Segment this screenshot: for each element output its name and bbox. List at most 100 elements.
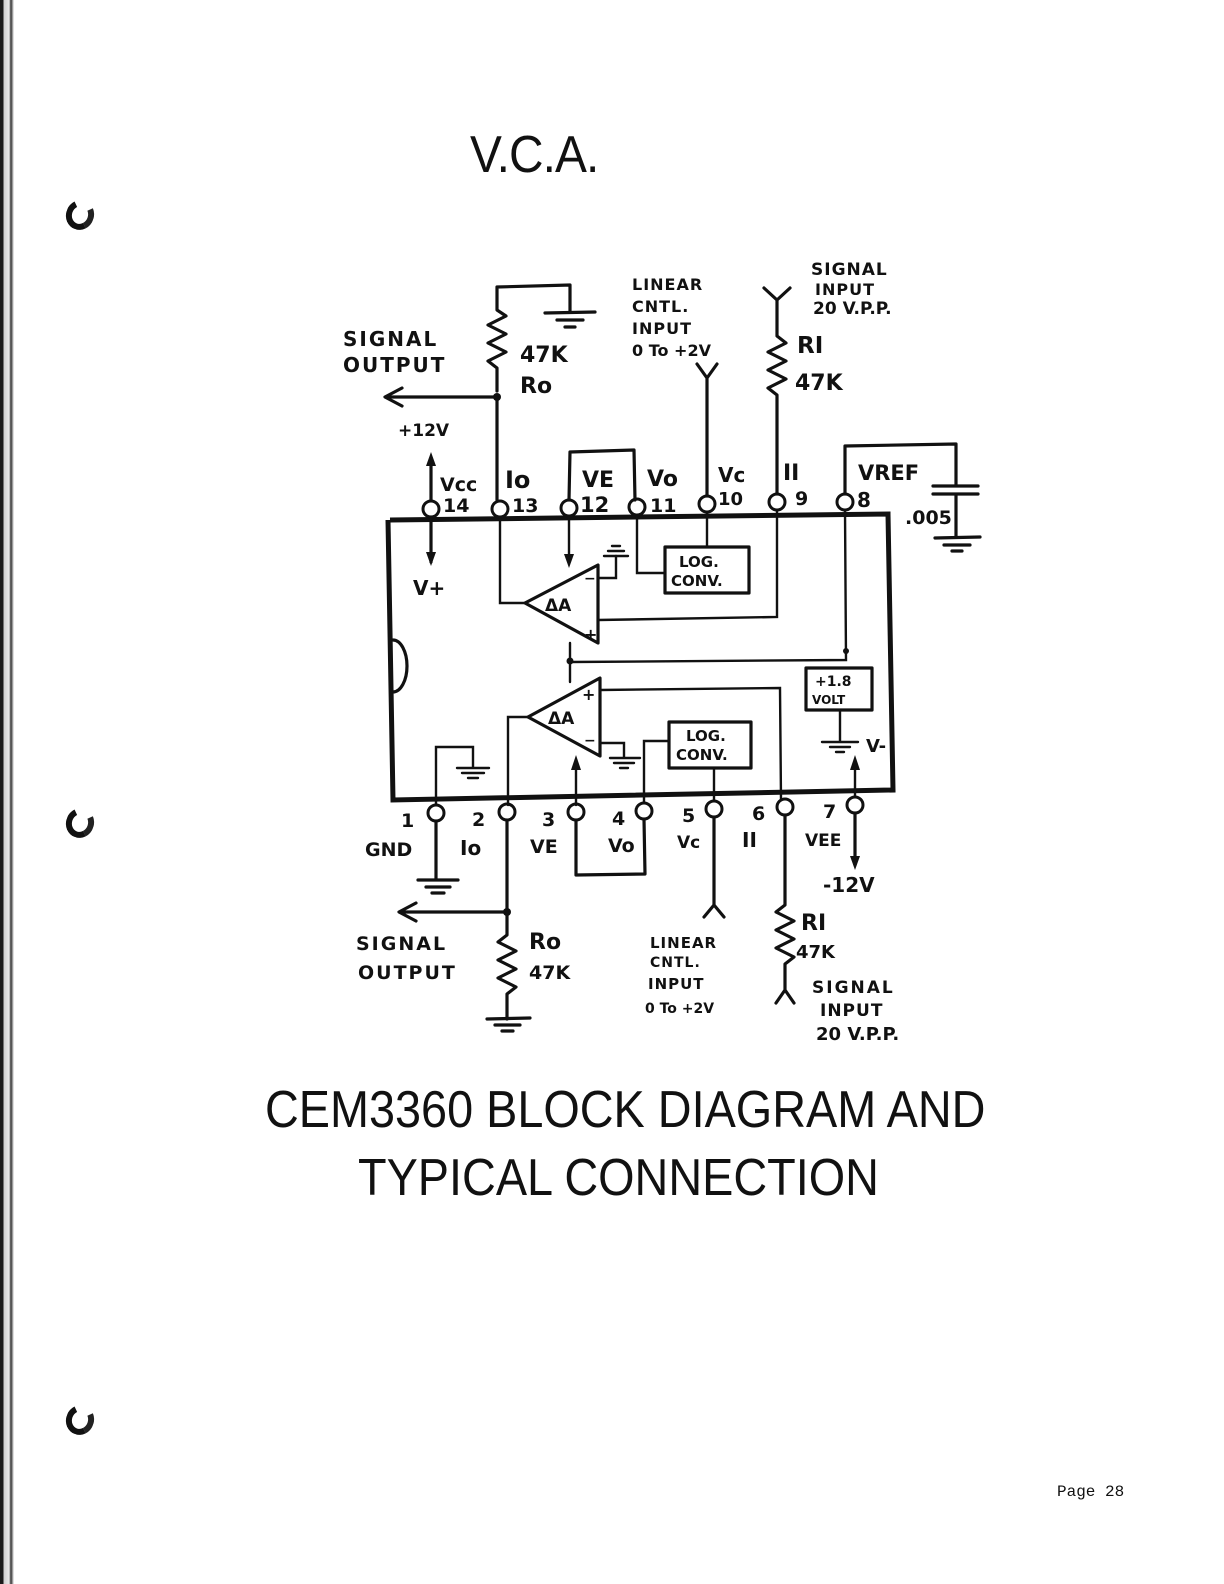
bottom-output-label-line1: SIGNAL (356, 933, 447, 955)
upper-amp-plus: + (584, 625, 597, 644)
top-ri-name: RI (797, 333, 823, 359)
top-signal-in-line3: 20 V.P.P. (813, 299, 892, 319)
upper-amp-label: ΔA (545, 596, 572, 616)
pin-7-number: 7 (823, 801, 836, 823)
cap-value: .005 (905, 507, 952, 529)
pin-9-number: 9 (795, 488, 808, 510)
vref-capacitor: .005 (843, 442, 982, 553)
pin-3-number: 3 (542, 809, 555, 831)
gnd-ground-icon (416, 819, 460, 895)
bottom-ro-value: 47K (529, 962, 571, 984)
pin-14 (421, 499, 441, 519)
bottom-signal-in-line2: INPUT (820, 1001, 883, 1021)
pin-4-name: Vo (608, 835, 635, 857)
top-linear-line1: LINEAR (632, 275, 703, 294)
vminus-section: V- (850, 736, 886, 799)
ref-line2: VOLT (812, 693, 846, 707)
pin-11-name: Vo (647, 467, 678, 492)
pin-12-number: 12 (580, 493, 609, 517)
pin-8-name: VREF (858, 461, 919, 485)
top-ri-resistor (762, 286, 792, 496)
pin-1-name: GND (365, 839, 412, 861)
vref-bus (566, 508, 849, 684)
caption-line-1: CEM3360 BLOCK DIAGRAM AND (265, 1081, 986, 1139)
bottom-ri-name: RI (801, 911, 826, 936)
top-linear-line4: 0 To +2V (632, 341, 712, 360)
bottom-linear-control-input: LINEAR CNTL. INPUT 0 To +2V (645, 815, 726, 1017)
lower-amp-minus: − (584, 733, 596, 749)
top-signal-input: SIGNAL INPUT 20 V.P.P. RI 47K (762, 260, 892, 496)
upper-log-conv-line1: LOG. (679, 553, 719, 571)
top-ro-name: Ro (520, 374, 552, 399)
top-linear-line2: CNTL. (632, 297, 689, 316)
bottom-jumper-ve-vo (574, 817, 647, 877)
pin-4 (634, 801, 654, 821)
bottom-signal-in-line1: SIGNAL (812, 978, 895, 998)
bottom-pins (426, 795, 865, 823)
lower-log-converter (667, 720, 753, 770)
bottom-pin-labels: 1 GND 2 Io 3 VE 4 Vo 5 Vc 6 II 7 VEE (365, 801, 841, 861)
pin-6-name: II (742, 828, 757, 852)
bottom-linear-line3: INPUT (648, 975, 705, 993)
top-signal-in-line2: INPUT (815, 280, 875, 299)
lower-amplifier-section: ΔA + − LOG. CONV. (434, 676, 783, 807)
top-supply: +12V (398, 421, 450, 502)
pin-14-number: 14 (443, 495, 469, 517)
pin-2-number: 2 (472, 809, 485, 831)
lower-amp-label: ΔA (548, 709, 575, 729)
bottom-ri-value: 47K (796, 942, 836, 963)
bottom-supply: -12V (823, 811, 875, 897)
pin-4-number: 4 (612, 808, 625, 830)
pin-11-number: 11 (650, 495, 676, 517)
bottom-linear-line4: 0 To +2V (645, 1001, 714, 1017)
pin-5-name: Vc (677, 833, 700, 853)
pin-3 (566, 802, 586, 822)
bottom-ro-name: Ro (529, 930, 561, 955)
bottom-output-label-line2: OUTPUT (358, 962, 457, 984)
chip-notch (391, 638, 409, 694)
bottom-ri-resistor (774, 813, 796, 1005)
top-ro-value: 47K (520, 343, 569, 368)
pin-3-name: VE (530, 836, 558, 858)
vminus-label: V- (866, 736, 886, 757)
bottom-ro-ground-icon (485, 1016, 532, 1033)
pin-10-number: 10 (718, 489, 743, 510)
top-pin-labels: Vcc 14 Io 13 VE 12 Vo 11 Vc 10 II 9 VREF… (440, 461, 919, 517)
bottom-output-network: SIGNAL OUTPUT Ro 47K (356, 818, 571, 1033)
top-signal-in-line1: SIGNAL (811, 260, 888, 280)
pin-11 (627, 497, 647, 517)
bottom-signal-in-line3: 20 V.P.P. (816, 1024, 899, 1045)
top-output-network: SIGNAL OUTPUT 47K Ro (343, 283, 597, 502)
pin-2 (497, 802, 517, 822)
upper-delta-amp (523, 563, 600, 645)
pin-9-name: II (783, 461, 799, 486)
pin-12-name: VE (582, 468, 614, 493)
pin-10 (697, 494, 717, 514)
top-ro-ground-icon (543, 310, 597, 329)
bottom-ro-resistor (496, 910, 518, 1021)
pin-12 (559, 498, 579, 518)
top-linear-line3: INPUT (632, 319, 692, 338)
bottom-supply-label: -12V (823, 873, 875, 897)
pin-5-number: 5 (682, 805, 695, 827)
pin-9 (767, 492, 787, 512)
lower-log-conv-line2: CONV. (676, 746, 728, 764)
bottom-ground-pin1 (416, 819, 460, 895)
vplus-label: V+ (413, 576, 445, 600)
pin-14-name: Vcc (440, 474, 477, 496)
pin-1-number: 1 (401, 810, 414, 832)
upper-amp-minus: − (584, 571, 596, 587)
reference-voltage-block: +1.8 VOLT (804, 666, 874, 754)
bottom-linear-line1: LINEAR (650, 934, 717, 952)
page-number: Page 28 (1057, 1483, 1125, 1501)
top-output-label-line2: OUTPUT (343, 353, 446, 377)
ref-ground-icon (820, 708, 860, 754)
pin-13-name: Io (505, 466, 530, 494)
scanned-page-edge (0, 0, 14, 1584)
upper-log-conv-line2: CONV. (671, 572, 723, 590)
bottom-linear-line2: CNTL. (650, 955, 701, 971)
lower-delta-amp (526, 676, 602, 758)
lower-amp-ground-icon (598, 741, 642, 770)
pin-7-name: VEE (805, 831, 841, 851)
